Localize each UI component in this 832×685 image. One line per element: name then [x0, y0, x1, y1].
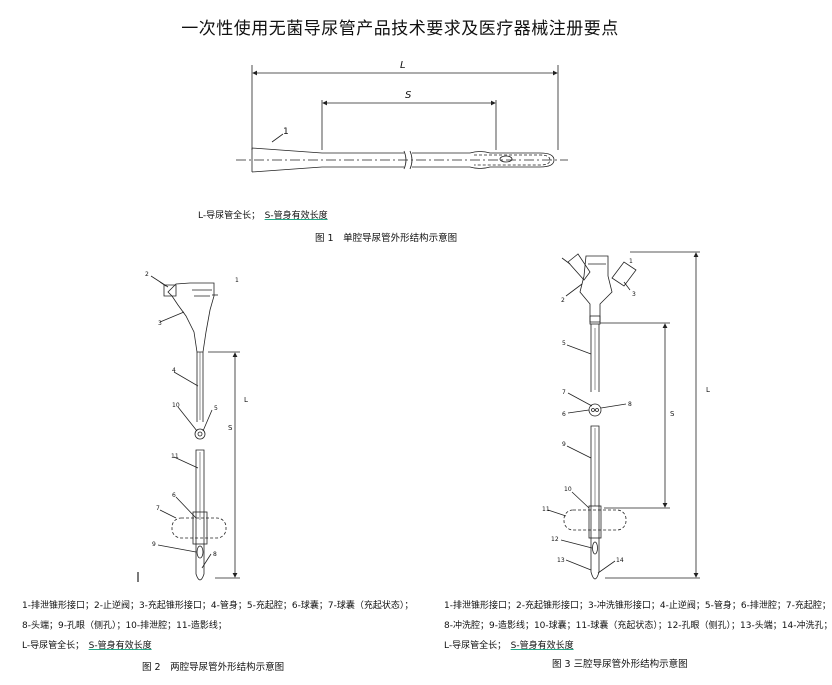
fig3-dimension-S: S: [670, 410, 675, 418]
fig3-legend-line3: L-导尿管全长； S-管身有效长度: [444, 638, 574, 651]
fig2-label-5: 5: [214, 405, 218, 412]
fig2-label-8: 8: [213, 551, 217, 558]
fig2-catheter-drawing: [137, 275, 240, 582]
fig3-label-13: 13: [557, 557, 565, 564]
fig2-legend-L: L-导尿管全长；: [22, 641, 80, 651]
fig2-legend-S: S-管身有效长度: [88, 641, 152, 651]
fig3-legend-line1: 1-排泄锥形接口；2-充起锥形接口；3-冲洗锥形接口；4-止逆阀；5-管身；6-…: [444, 601, 831, 611]
fig3-legend-S: S-管身有效长度: [510, 641, 574, 651]
fig1-legend: L-导尿管全长； S-管身有效长度: [198, 208, 328, 221]
fig2-dimension-L: L: [244, 396, 248, 404]
fig2-caption: 图 2 两腔导尿管外形结构示意图: [142, 662, 285, 673]
fig1-dimension-L: L: [400, 60, 406, 71]
fig3-catheter-drawing: [547, 251, 700, 580]
fig3-legend-L: L-导尿管全长；: [444, 641, 502, 651]
fig3-label-7: 7: [562, 389, 566, 396]
fig1-legend-S: S-管身有效长度: [264, 211, 328, 221]
fig2-label-10: 10: [172, 402, 180, 409]
fig1-catheter-drawing: [236, 65, 568, 173]
fig2-label-2: 2: [145, 271, 149, 278]
fig3-label-9: 9: [562, 441, 566, 448]
fig2-dimension-S: S: [228, 424, 233, 432]
fig3-label-5: 5: [562, 340, 566, 347]
fig2-label-3: 3: [158, 320, 162, 327]
fig2-label-9: 9: [152, 541, 156, 548]
fig1-label-1: 1: [283, 127, 289, 137]
fig3-dimension-L: L: [706, 386, 710, 394]
fig3-label-10: 10: [564, 486, 572, 493]
fig3-label-6: 6: [562, 411, 566, 418]
fig1-dimension-S: S: [405, 90, 412, 101]
fig3-legend-line2: 8-冲洗腔；9-造影线；10-球囊；11-球囊（充起状态）；12-孔眼（侧孔）；…: [444, 621, 832, 631]
fig2-label-11: 11: [171, 453, 179, 460]
fig2-legend-line3: L-导尿管全长； S-管身有效长度: [22, 638, 152, 651]
fig2-label-1: 1: [235, 277, 239, 284]
fig2-legend-line1: 1-排泄锥形接口；2-止逆阀；3-充起锥形接口；4-管身；5-充起腔；6-球囊；…: [22, 601, 414, 611]
fig3-label-3: 3: [632, 291, 636, 298]
fig2-label-4: 4: [172, 367, 176, 374]
fig2-legend-line2: 8-头端；9-孔眼（侧孔）；10-排泄腔；11-造影线；: [22, 621, 227, 631]
fig3-label-1: 1: [629, 258, 633, 265]
fig1-legend-L: L-导尿管全长；: [198, 211, 256, 221]
fig3-label-2: 2: [561, 297, 565, 304]
figures-drawing: L S 1 1 2: [137, 60, 710, 582]
fig3-label-11: 11: [542, 506, 550, 513]
fig3-label-12: 12: [551, 536, 559, 543]
fig3-caption: 图 3 三腔导尿管外形结构示意图: [552, 659, 688, 670]
fig3-label-8: 8: [628, 401, 632, 408]
document-title: 一次性使用无菌导尿管产品技术要求及医疗器械注册要点: [181, 19, 619, 39]
fig2-label-6: 6: [172, 492, 176, 499]
fig3-label-14: 14: [616, 557, 624, 564]
fig1-caption: 图 1 单腔导尿管外形结构示意图: [315, 233, 458, 244]
fig2-label-7: 7: [156, 505, 160, 512]
